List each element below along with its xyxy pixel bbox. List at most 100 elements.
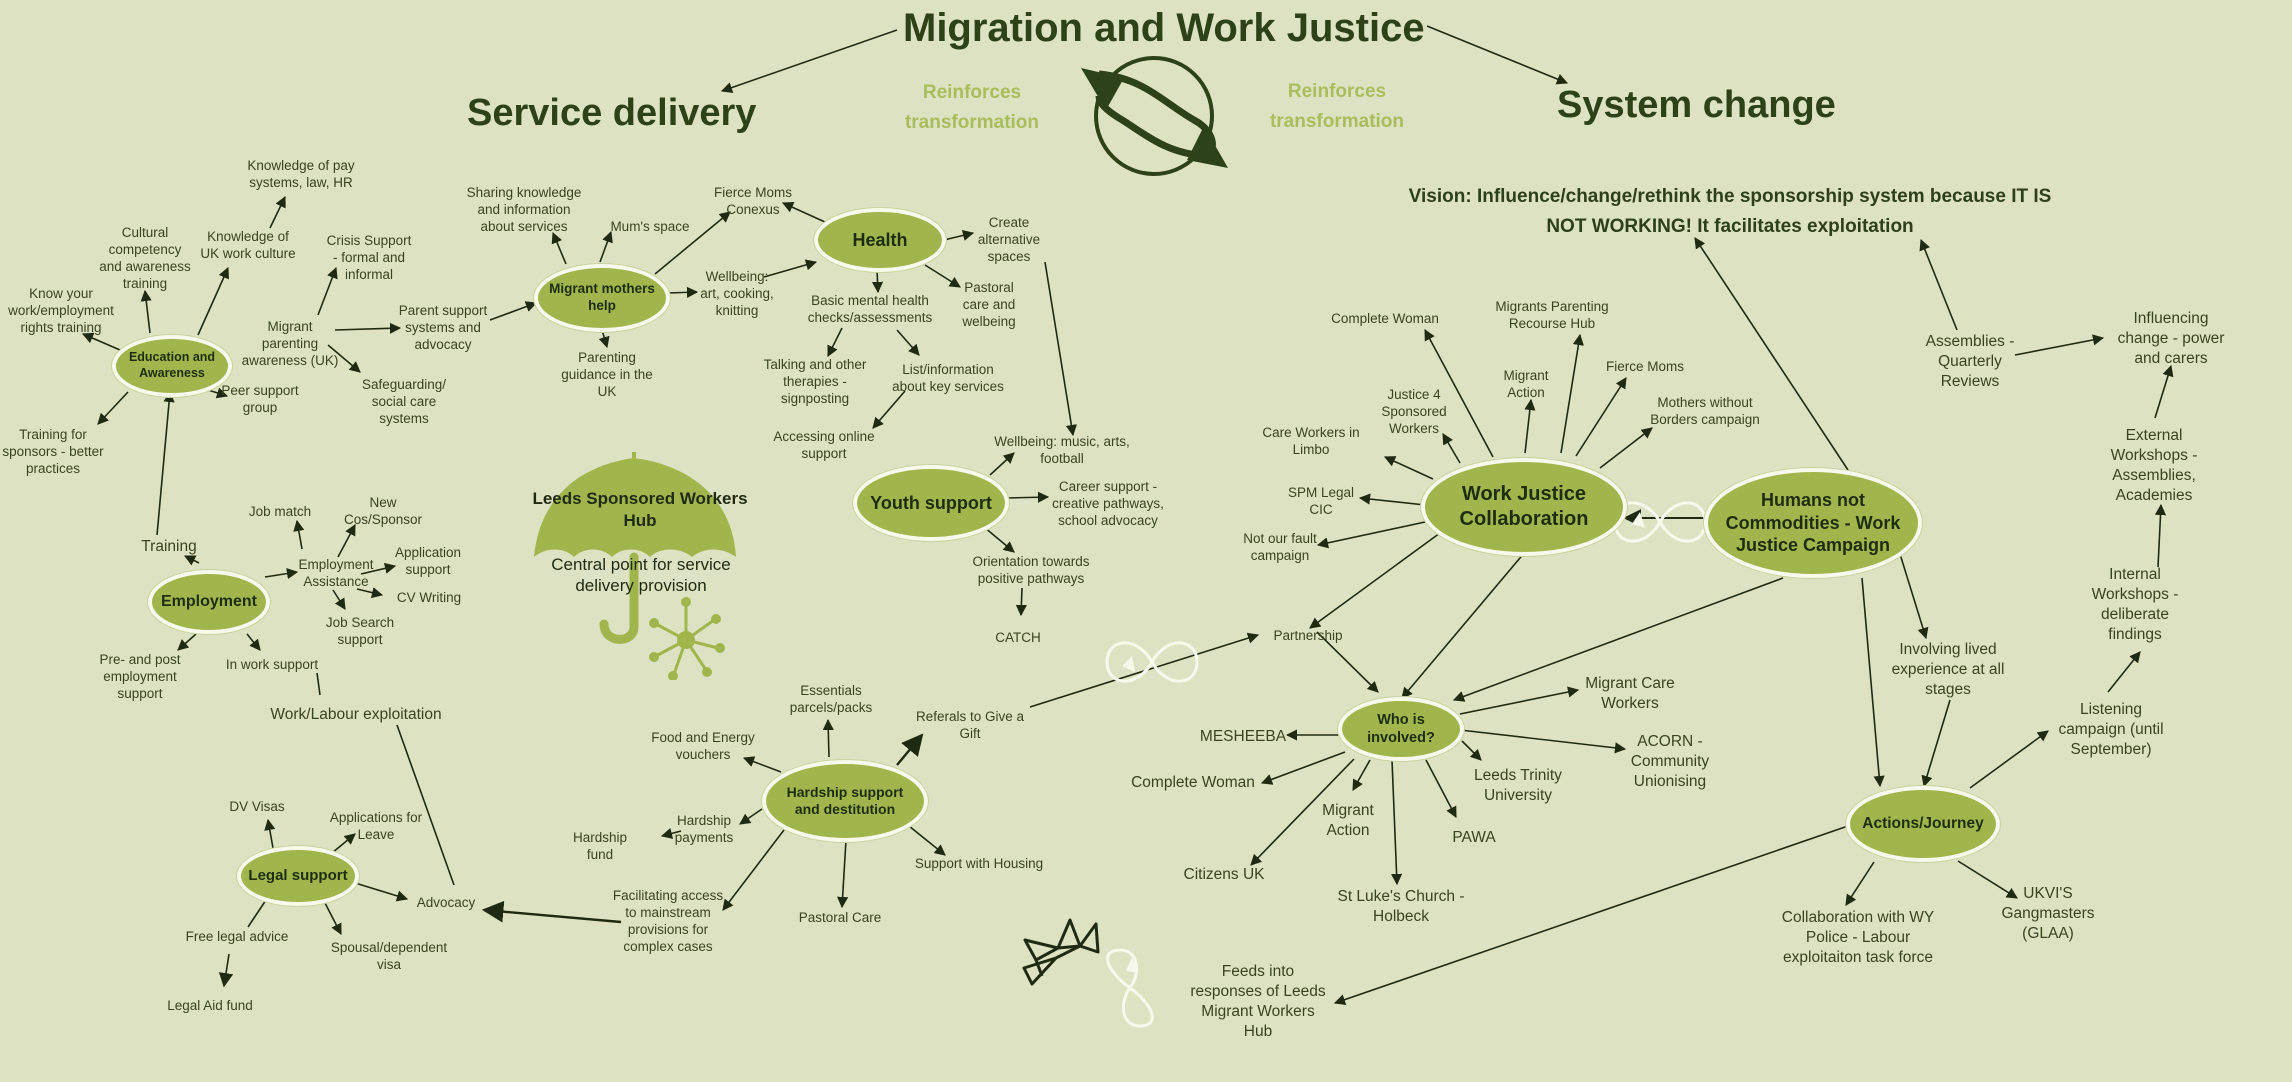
label-migrant-action-wjc: Migrant Action bbox=[1503, 368, 1549, 400]
label-fierce-moms-conexus: Fierce Moms Conexus bbox=[713, 185, 792, 217]
label-wellbeing-art: Wellbeing: art, cooking, knitting bbox=[700, 269, 774, 318]
label-mesheeba: MESHEEBA bbox=[1199, 728, 1287, 745]
label-partnership: Partnership bbox=[1273, 628, 1343, 643]
main-title: Migration and Work Justice bbox=[903, 6, 1425, 50]
label-influencing-change: Influencing change - power and carers bbox=[2117, 310, 2225, 367]
label-feeds-into-hub: Feeds into responses of Leeds Migrant Wo… bbox=[1190, 963, 1326, 1040]
label-sharing-knowledge: Sharing knowledge and information about … bbox=[466, 185, 582, 234]
vision-statement: Vision: Influence/change/rethink the spo… bbox=[1408, 186, 2052, 237]
label-migrants-parenting-hub: Migrants Parenting Recourse Hub bbox=[1495, 299, 1609, 331]
label-pawa: PAWA bbox=[1452, 829, 1496, 846]
hub-subtitle: Central point for service delivery provi… bbox=[551, 555, 731, 595]
label-list-information: List/information about key services bbox=[892, 362, 1004, 394]
label-migrant-care-workers: Migrant Care Workers bbox=[1585, 675, 1675, 712]
node-who-is-involved[interactable]: Who is involved? bbox=[1338, 697, 1464, 761]
label-cv-writing: CV Writing bbox=[396, 590, 462, 605]
label-free-legal-advice: Free legal advice bbox=[185, 929, 289, 944]
label-spm-legal: SPM Legal CIC bbox=[1287, 485, 1355, 517]
label-migrant-action-who: Migrant Action bbox=[1322, 802, 1374, 839]
label-basic-mental-health: Basic mental health checks/assessments bbox=[807, 293, 933, 325]
label-internal-workshops: Internal Workshops - deliberate findings bbox=[2091, 566, 2179, 643]
label-involving-lived-experience: Involving lived experience at all stages bbox=[1891, 641, 2005, 698]
label-mums-space: Mum's space bbox=[610, 219, 690, 234]
label-support-housing: Support with Housing bbox=[914, 856, 1044, 871]
label-st-lukes: St Luke's Church - Holbeck bbox=[1337, 888, 1465, 925]
label-mothers-without-borders: Mothers without Borders campaign bbox=[1650, 395, 1760, 427]
label-talking-therapies: Talking and other therapies - signpostin… bbox=[763, 357, 867, 406]
label-application-support: Application support bbox=[394, 545, 462, 577]
reinforces-right-label: Reinforces transformation bbox=[1269, 81, 1405, 132]
label-in-work-support: In work support bbox=[225, 657, 319, 672]
label-complete-woman-who: Complete Woman bbox=[1131, 774, 1255, 791]
label-pastoral-care-wellbeing: Pastoral care and welbeing bbox=[962, 280, 1016, 329]
infinity-loop-icon bbox=[1106, 948, 1154, 1028]
label-cultural-competency: Cultural competency and awareness traini… bbox=[99, 225, 191, 291]
network-icon bbox=[649, 597, 725, 680]
node-employment[interactable]: Employment bbox=[148, 570, 270, 634]
label-parent-support: Parent support systems and advocacy bbox=[398, 303, 488, 352]
label-complete-woman-wjc: Complete Woman bbox=[1331, 311, 1439, 326]
paper-planes-icon bbox=[1022, 918, 1100, 986]
label-know-work-rights: Know your work/employment rights trainin… bbox=[8, 286, 114, 335]
label-training-sponsors: Training for sponsors - better practices bbox=[2, 427, 104, 476]
label-youth-wellbeing: Wellbeing: music, arts, football bbox=[994, 434, 1130, 466]
label-pastoral-care: Pastoral Care bbox=[798, 910, 882, 925]
label-legal-aid-fund: Legal Aid fund bbox=[167, 998, 253, 1013]
label-listening-campaign: Listening campaign (until September) bbox=[2058, 701, 2164, 758]
reinforces-left-label: Reinforces transformation bbox=[904, 82, 1040, 133]
node-migrant-mothers[interactable]: Migrant mothers help bbox=[534, 264, 670, 332]
label-collab-wy-police: Collaboration with WY Police - Labour ex… bbox=[1781, 909, 1935, 966]
node-actions-journey[interactable]: Actions/Journey bbox=[1846, 786, 2000, 862]
infinity-loop-icon bbox=[1105, 641, 1199, 683]
label-uk-work-culture: Knowledge of UK work culture bbox=[200, 229, 296, 261]
label-pre-post-employment: Pre- and post employment support bbox=[99, 652, 181, 701]
label-hardship-fund: Hardship fund bbox=[572, 830, 628, 862]
label-leeds-trinity: Leeds Trinity University bbox=[1474, 767, 1562, 804]
label-not-our-fault: Not our fault campaign bbox=[1243, 531, 1317, 563]
node-education-awareness[interactable]: Education and Awareness bbox=[112, 335, 232, 397]
label-migrant-parenting: Migrant parenting awareness (UK) bbox=[241, 319, 339, 368]
cycle-arrows-icon bbox=[1081, 56, 1228, 176]
label-assemblies-reviews: Assemblies - Quarterly Reviews bbox=[1925, 333, 2015, 390]
label-job-match: Job match bbox=[248, 504, 312, 519]
label-training: Training bbox=[141, 538, 197, 555]
node-humans-not-commodities[interactable]: Humans not Commodities - Work Justice Ca… bbox=[1704, 468, 1922, 578]
hub-title: Leeds Sponsored Workers Hub bbox=[532, 489, 748, 530]
label-new-cos-sponsor: New Cos/Sponsor bbox=[343, 495, 423, 527]
node-youth-support[interactable]: Youth support bbox=[853, 465, 1009, 541]
label-orientation: Orientation towards positive pathways bbox=[972, 554, 1090, 586]
label-job-search: Job Search support bbox=[325, 615, 395, 647]
umbrella-icon bbox=[534, 452, 736, 644]
label-employment-assistance: Employment Assistance bbox=[298, 557, 374, 589]
label-food-energy-vouchers: Food and Energy vouchers bbox=[651, 730, 755, 762]
label-catch: CATCH bbox=[995, 630, 1041, 645]
label-create-spaces: Create alternative spaces bbox=[977, 215, 1041, 264]
label-essentials-packs: Essentials parcels/packs bbox=[789, 683, 873, 715]
label-peer-support: Peer support group bbox=[221, 383, 299, 415]
node-work-justice-collaboration[interactable]: Work Justice Collaboration bbox=[1421, 458, 1627, 556]
label-referrals-give-gift: Referals to Give a Gift bbox=[915, 709, 1025, 741]
label-justice4-workers: Justice 4 Sponsored Workers bbox=[1381, 387, 1447, 436]
label-pay-systems: Knowledge of pay systems, law, HR bbox=[247, 158, 355, 190]
label-spousal-visa: Spousal/dependent visa bbox=[330, 940, 448, 972]
label-crisis-support: Crisis Support - formal and informal bbox=[326, 233, 412, 282]
node-health[interactable]: Health bbox=[814, 208, 946, 272]
system-change-heading: System change bbox=[1557, 84, 1836, 126]
service-delivery-heading: Service delivery bbox=[467, 92, 757, 134]
label-work-exploitation: Work/Labour exploitation bbox=[270, 706, 442, 723]
label-applications-leave: Applications for Leave bbox=[329, 810, 423, 842]
label-parenting-guidance: Parenting guidance in the UK bbox=[561, 350, 653, 399]
node-hardship-support[interactable]: Hardship support and destitution bbox=[762, 760, 928, 842]
label-hardship-payments: Hardship payments bbox=[674, 813, 734, 845]
label-dv-visas: DV Visas bbox=[229, 799, 285, 814]
label-career-support: Career support - creative pathways, scho… bbox=[1052, 479, 1164, 528]
label-advocacy: Advocacy bbox=[416, 895, 476, 910]
label-external-workshops: External Workshops - Assemblies, Academi… bbox=[2110, 427, 2198, 504]
label-fierce-moms: Fierce Moms bbox=[1605, 359, 1684, 374]
label-acorn: ACORN - Community Unionising bbox=[1630, 733, 1710, 790]
label-care-workers-limbo: Care Workers in Limbo bbox=[1262, 425, 1360, 457]
label-accessing-online: Accessing online support bbox=[773, 429, 875, 461]
node-legal-support[interactable]: Legal support bbox=[237, 846, 359, 906]
